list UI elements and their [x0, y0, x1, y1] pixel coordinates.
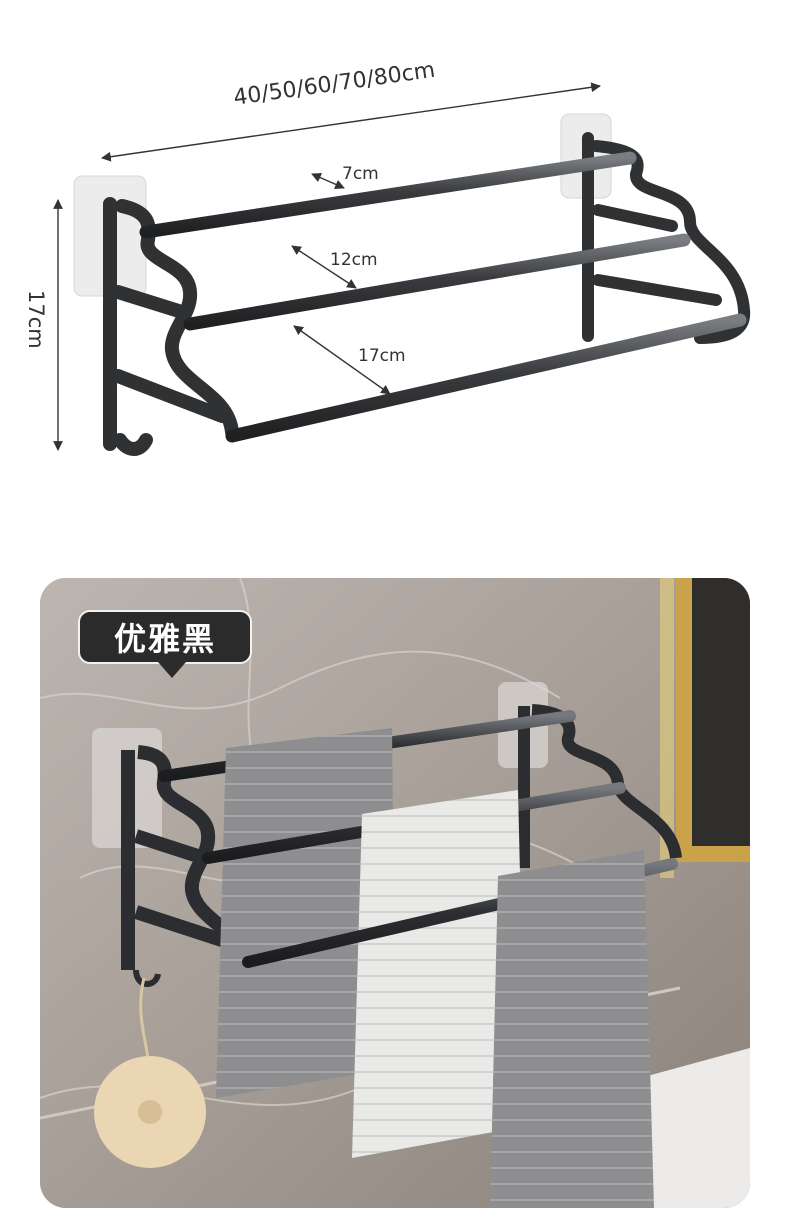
gray-towel-left	[216, 728, 396, 1098]
mirror-glow	[660, 578, 674, 878]
towel-rack-drawing	[53, 82, 751, 456]
loofah-center	[138, 1100, 162, 1124]
gray-towel-right	[490, 850, 654, 1208]
depth-top-label: 7cm	[342, 164, 379, 184]
rack-right-bracket	[518, 704, 682, 868]
width-arrow	[101, 82, 601, 162]
sink-counter	[640, 1048, 750, 1208]
product-photo: 优雅黑	[40, 578, 750, 1208]
mirror-glass	[692, 578, 750, 846]
dimension-diagram: 40/50/60/70/80cm 17cm 7cm 12cm 17cm	[0, 0, 790, 520]
depth-middle-label: 12cm	[330, 250, 378, 270]
white-towel	[352, 790, 526, 1158]
bathroom-scene	[40, 578, 750, 1208]
middle-bar	[183, 233, 691, 331]
depth-bottom-label: 17cm	[358, 346, 406, 366]
height-dimension-label: 17cm	[24, 290, 48, 349]
bottom-bar	[225, 313, 747, 443]
hook	[133, 969, 161, 987]
badge-pointer	[158, 662, 186, 678]
depth-middle-arrow	[291, 245, 357, 289]
depth-top-arrow	[311, 173, 345, 189]
depth-bottom-arrow	[293, 325, 391, 395]
top-bar	[139, 151, 637, 239]
color-badge: 优雅黑	[78, 610, 252, 664]
